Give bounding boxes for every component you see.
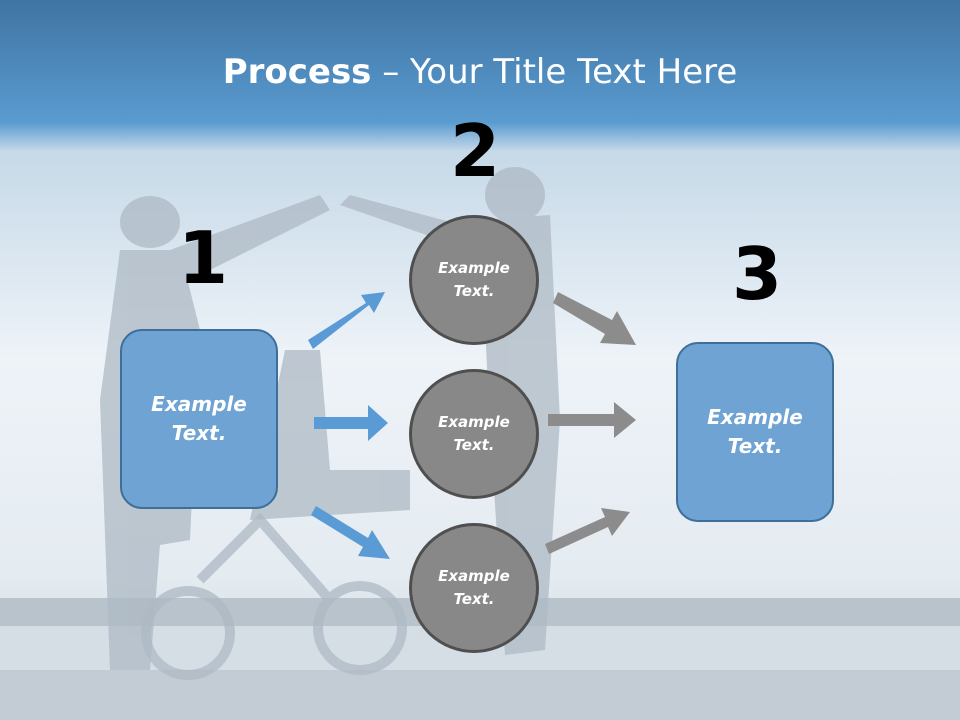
right-box[interactable]: Example Text. bbox=[676, 342, 834, 522]
arrow-right-gray bbox=[548, 402, 636, 438]
slide-title: Process – Your Title Text Here bbox=[0, 52, 960, 92]
circle-1[interactable]: Example Text. bbox=[409, 215, 539, 345]
circle-3[interactable]: Example Text. bbox=[409, 523, 539, 653]
step-number-3: 3 bbox=[732, 232, 783, 316]
arrow-up-gray bbox=[545, 508, 630, 554]
circle-1-text: Example Text. bbox=[438, 259, 510, 300]
title-rest: – Your Title Text Here bbox=[371, 52, 738, 92]
left-box-text: Example Text. bbox=[151, 392, 247, 445]
arrow-up-blue bbox=[308, 292, 385, 349]
arrow-down-gray bbox=[553, 292, 636, 345]
arrow-right-blue bbox=[314, 405, 388, 441]
arrow-down-blue bbox=[311, 506, 390, 559]
step-number-2: 2 bbox=[450, 109, 501, 193]
step-number-1: 1 bbox=[178, 216, 229, 300]
circle-2-text: Example Text. bbox=[438, 413, 510, 454]
circle-3-text: Example Text. bbox=[438, 567, 510, 608]
right-box-text: Example Text. bbox=[707, 405, 803, 458]
title-bold: Process bbox=[222, 52, 372, 92]
left-box[interactable]: Example Text. bbox=[120, 329, 278, 509]
circle-2[interactable]: Example Text. bbox=[409, 369, 539, 499]
